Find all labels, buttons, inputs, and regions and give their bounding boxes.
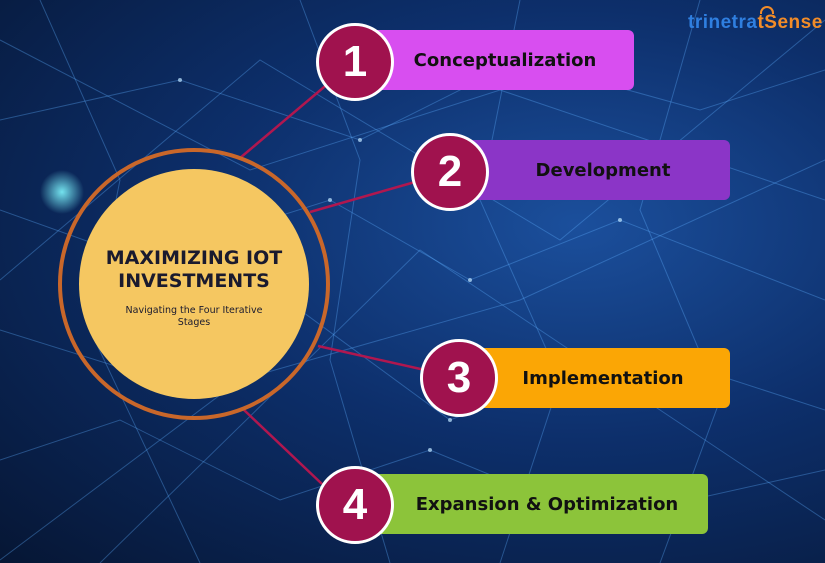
- stage-3-label: Implementation: [522, 367, 684, 389]
- connector-3: [317, 344, 426, 372]
- stage-4-number: 4: [316, 466, 394, 544]
- center-title: MAXIMIZING IOT INVESTMENTS: [105, 247, 283, 292]
- stage-3-number: 3: [420, 339, 498, 417]
- center-subtitle: Navigating the Four Iterative Stages: [125, 305, 263, 328]
- stage-1-bar: Conceptualization: [356, 30, 634, 90]
- stage-2-number: 2: [411, 133, 489, 211]
- brand-logo-part1: trinetra: [688, 12, 758, 33]
- stage-4-bar: Expansion & Optimization: [356, 474, 708, 534]
- center-ring: [58, 148, 330, 420]
- stage-4-label: Expansion & Optimization: [415, 493, 679, 515]
- stage-1-number: 1: [316, 23, 394, 101]
- connector-1: [239, 81, 331, 159]
- connector-2: [309, 180, 416, 214]
- center-disc: MAXIMIZING IOT INVESTMENTS Navigating th…: [79, 169, 309, 399]
- brand-logo-part2: tSense: [757, 12, 823, 33]
- connector-4: [243, 409, 323, 485]
- stage-2-bar: Development: [452, 140, 730, 200]
- stage-3-bar: Implementation: [460, 348, 730, 408]
- stage-2-label: Development: [535, 159, 671, 181]
- brand-logo: trinetratSense: [688, 6, 823, 34]
- stage-1-label: Conceptualization: [413, 49, 597, 71]
- wifi-icon: [760, 6, 774, 14]
